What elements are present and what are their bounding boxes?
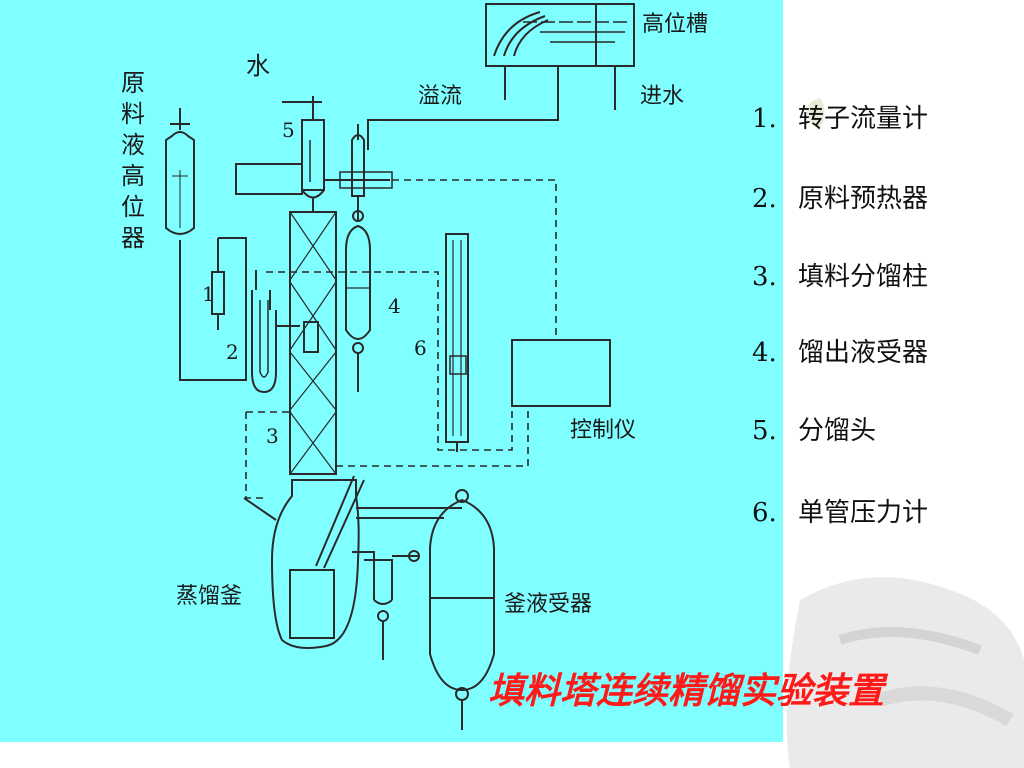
legend-text: 分馏头 bbox=[798, 416, 877, 446]
part-number-1: 1 bbox=[202, 282, 215, 306]
high-tank bbox=[485, 3, 635, 67]
bottoms-receiver bbox=[429, 498, 495, 692]
part-number-3: 3 bbox=[266, 424, 279, 448]
legend-text: 单管压力计 bbox=[798, 498, 929, 528]
distillation-head bbox=[301, 119, 325, 191]
overflow-label: 溢流 bbox=[418, 84, 463, 109]
preheater bbox=[251, 290, 277, 394]
legend-item-4: 4. 馏出液受器 bbox=[752, 340, 928, 366]
legend-item-5: 5. 分馏头 bbox=[752, 418, 876, 444]
still-pot bbox=[270, 479, 360, 649]
legend-item-3: 3. 填料分馏柱 bbox=[752, 264, 928, 290]
legend-number: 4. bbox=[752, 338, 777, 368]
still-pot-label: 蒸馏釜 bbox=[176, 584, 243, 609]
decorative-brush-art bbox=[786, 98, 1024, 768]
part-number-2: 2 bbox=[226, 340, 239, 364]
distillate-receiver bbox=[345, 224, 371, 340]
water-label: 水 bbox=[246, 52, 270, 80]
legend-text: 原料预热器 bbox=[798, 184, 929, 214]
legend-item-6: 6. 单管压力计 bbox=[752, 500, 928, 526]
feed-tank-label: 原料液高位器 bbox=[121, 69, 145, 252]
figure-caption: 填料塔连续精馏实验装置 bbox=[488, 671, 885, 712]
controller-label: 控制仪 bbox=[570, 418, 637, 443]
packed-column bbox=[289, 211, 337, 475]
legend-number: 3. bbox=[752, 262, 777, 292]
legend-text: 转子流量计 bbox=[798, 104, 929, 134]
bottoms-receiver-label: 釜液受器 bbox=[504, 592, 593, 617]
legend-number: 5. bbox=[752, 416, 777, 446]
diagram-panel bbox=[0, 0, 783, 742]
legend-text: 馏出液受器 bbox=[798, 338, 929, 368]
legend-item-2: 2. 原料预热器 bbox=[752, 186, 928, 212]
legend-item-1: 1. 转子流量计 bbox=[752, 106, 928, 132]
manometer bbox=[445, 233, 469, 443]
legend-number: 2. bbox=[752, 184, 777, 214]
controller-box bbox=[511, 339, 611, 407]
water-inlet-label: 进水 bbox=[640, 84, 685, 109]
legend-number: 6. bbox=[752, 498, 777, 528]
part-number-5: 5 bbox=[282, 118, 295, 142]
high-tank-label: 高位槽 bbox=[642, 12, 709, 37]
legend-number: 1. bbox=[752, 104, 777, 134]
part-number-6: 6 bbox=[414, 336, 427, 360]
apparatus-diagram bbox=[165, 3, 635, 730]
part-number-4: 4 bbox=[388, 294, 401, 318]
legend-text: 填料分馏柱 bbox=[798, 262, 929, 292]
